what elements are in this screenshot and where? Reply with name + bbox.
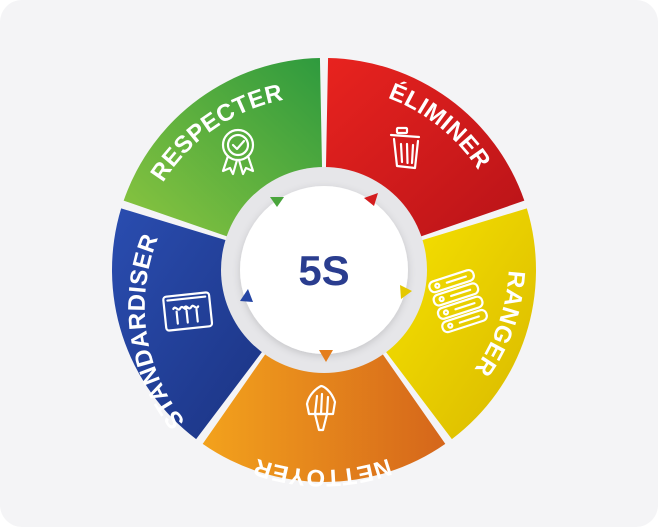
center-circle <box>240 186 408 354</box>
marker-yellow <box>400 285 412 299</box>
marker-orange <box>319 350 333 362</box>
award-badge-icon <box>221 128 255 176</box>
marker-green <box>270 197 284 207</box>
binders-icon <box>428 268 488 334</box>
document-icon <box>162 291 214 332</box>
center-label: 5S <box>298 247 349 294</box>
marker-blue <box>240 289 253 302</box>
marker-red <box>364 193 378 206</box>
segment-eliminer <box>325 58 525 240</box>
brush-icon <box>305 384 337 432</box>
trash-bin-icon <box>389 126 421 170</box>
